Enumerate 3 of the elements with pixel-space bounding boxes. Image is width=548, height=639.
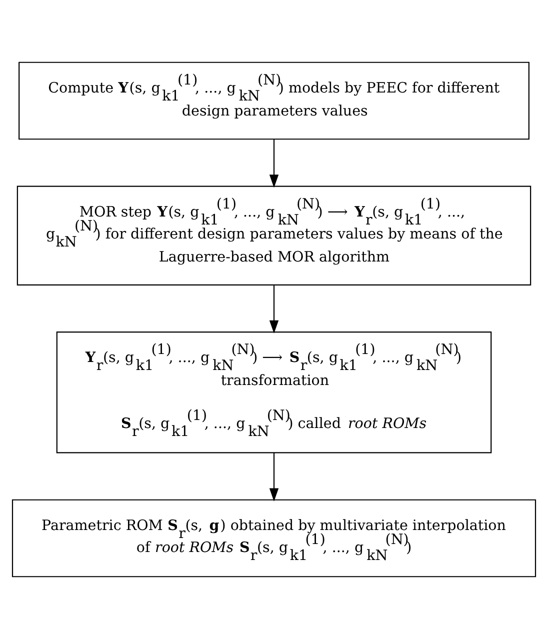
arrow bbox=[269, 285, 279, 334]
arrow bbox=[269, 452, 279, 502]
arrow bbox=[269, 139, 279, 188]
